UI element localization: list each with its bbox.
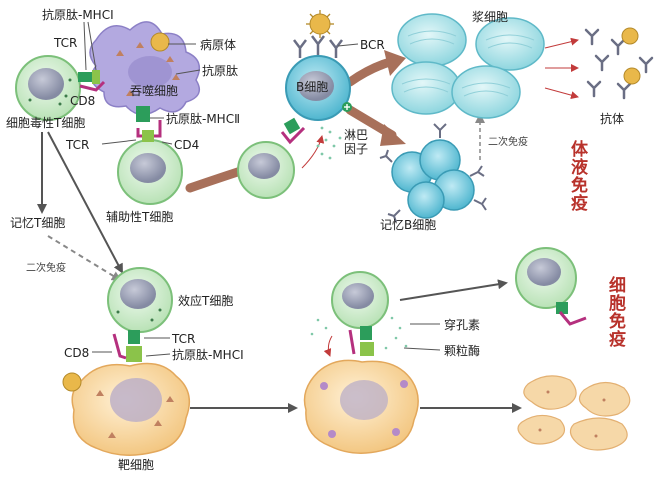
macrophage-nucleus [128, 56, 172, 88]
arrow-detach [399, 279, 508, 301]
label-antigen-mhc1-bottom: 抗原肽-MHCⅠ [172, 348, 244, 362]
attacked-target-nucleus [340, 380, 388, 420]
label-target-cell: 靶细胞 [118, 458, 155, 472]
mhc1-top [92, 70, 100, 84]
attack-tcr [360, 326, 372, 340]
arrow-lymphokine [301, 135, 325, 169]
label-secondary-immunity-left: 二次免疫 [26, 263, 66, 274]
label-granzyme: 颗粒酶 [444, 344, 481, 358]
cytotoxic-t-nucleus [28, 68, 64, 100]
label-memory-b: 记忆B细胞 [380, 218, 437, 232]
helper-t-2-nucleus [248, 153, 280, 179]
macrophage-antigen-dots [116, 42, 180, 96]
label-cd8-bottom: CD8 [64, 346, 90, 360]
label-tcr-bottom: TCR [172, 332, 196, 346]
label-b-cell: B细胞 [296, 80, 329, 94]
detached-cd8 [558, 311, 587, 326]
lysed-target-fragments [517, 375, 631, 451]
tcr-top [78, 72, 92, 82]
label-cytotoxic-t: 细胞毒性T细胞 [6, 116, 86, 130]
lymphokine-plus-icon [342, 102, 352, 112]
memory-b-group [379, 123, 487, 223]
label-tcr-top: TCR [54, 36, 78, 50]
label-helper-t: 辅助性T细胞 [106, 210, 174, 224]
attack-mhc [360, 342, 374, 356]
effector-t-granules [116, 308, 162, 322]
antibody-group [584, 28, 654, 100]
label-bcr: BCR [360, 38, 385, 52]
attacked-target-holes [320, 380, 408, 438]
arrow-bcell-to-memoryb-head [380, 124, 406, 146]
target-cell-antigens [96, 390, 174, 438]
label-effector-t: 效应T细胞 [178, 294, 234, 308]
label-memory-t: 记忆T细胞 [10, 216, 66, 230]
detached-tcr [556, 302, 568, 314]
detached-effector-nucleus [527, 258, 561, 286]
arrow-bcell-to-plasma [345, 57, 395, 87]
effector-t-attack-nucleus [342, 283, 374, 309]
label-macrophage: 吞噬细胞 [130, 84, 179, 98]
cd8-top [79, 80, 106, 92]
arrow-effector-release [323, 335, 333, 357]
b-cell-nucleus [298, 71, 334, 101]
b-t-link [283, 117, 301, 135]
label-humoral-immunity: 体液免疫 [567, 140, 587, 212]
lysed-debris-dots [538, 390, 606, 438]
arrow-antibody-1 [544, 37, 579, 49]
pathogen-engulfed [150, 32, 170, 52]
label-lymphokine: 淋巴 因子 [344, 128, 369, 156]
label-antibody: 抗体 [600, 112, 625, 126]
pathogen-antibody-right [621, 27, 641, 85]
label-antigen-mhc2: 抗原肽-MHCⅡ [166, 112, 240, 126]
label-antigen-peptide: 抗原肽 [202, 64, 239, 78]
label-cellular-immunity: 细胞免疫 [605, 276, 625, 348]
mhc2 [136, 106, 150, 122]
target-cell-nucleus [110, 378, 162, 422]
label-leaders [83, 21, 441, 357]
tcr-bottom [128, 330, 140, 344]
cd8-bottom [112, 333, 127, 360]
pathogen-near-bcell [306, 10, 334, 38]
plasma-cell-group [391, 13, 545, 119]
arrow-antibody-3 [544, 87, 579, 100]
label-tcr-mid: TCR [66, 138, 90, 152]
arrow-cytotoxic-to-effector [47, 131, 123, 274]
effector-t-nucleus [120, 279, 156, 309]
label-antigen-mhc1-top: 抗原肽-MHCⅠ [42, 8, 114, 22]
helper-t-nucleus [130, 153, 166, 183]
pathogen-near-target [62, 372, 82, 392]
label-cd8-top: CD8 [70, 94, 96, 108]
b-t-link-bracket [280, 126, 306, 145]
mhc1-bottom [126, 346, 142, 362]
label-secondary-immunity-top: 二次免疫 [488, 137, 528, 148]
perforin-particles [310, 316, 408, 350]
tcr-mid [142, 130, 154, 142]
label-plasma-cell: 浆细胞 [472, 10, 509, 24]
attack-cd8 [348, 329, 356, 355]
bcr-receptors [293, 35, 343, 58]
label-perforin: 穿孔素 [444, 318, 481, 332]
label-pathogen: 病原体 [200, 38, 237, 52]
arrow-bcell-to-plasma-head [384, 50, 406, 76]
label-cd4: CD4 [174, 138, 200, 152]
cytotoxic-t-granules [28, 78, 72, 106]
lymphokine-particles [316, 126, 342, 160]
